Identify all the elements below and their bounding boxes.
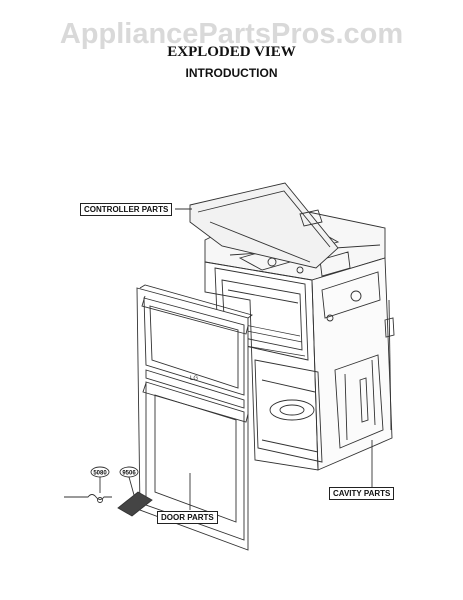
controller-panel: [189, 182, 339, 269]
part-number-oval-b: [119, 466, 139, 478]
controller-parts-callout[interactable]: CONTROLLER PARTS: [80, 203, 173, 216]
watermark: AppliancePartsPros.com: [59, 18, 404, 50]
pad-part: [117, 491, 153, 517]
cavity-parts-callout[interactable]: CAVITY PARTS: [329, 487, 395, 500]
lower-oven-cavity: [254, 359, 323, 463]
part-number-oval-a: [90, 466, 110, 478]
lower-door: [145, 381, 245, 541]
part-number-a: 5080: [93, 471, 107, 477]
brand-logo: LG: [190, 376, 198, 382]
page-subtitle: INTRODUCTION: [185, 66, 278, 80]
page-title: EXPLODED VIEW: [167, 44, 296, 60]
upper-door: [143, 297, 245, 396]
cabinet-front-frame: [204, 261, 319, 471]
door-parts-callout[interactable]: DOOR PARTS: [157, 511, 218, 524]
part-number-b: 9506: [122, 471, 136, 477]
cable-part: [64, 494, 112, 500]
oven-door-frame: [136, 287, 249, 551]
